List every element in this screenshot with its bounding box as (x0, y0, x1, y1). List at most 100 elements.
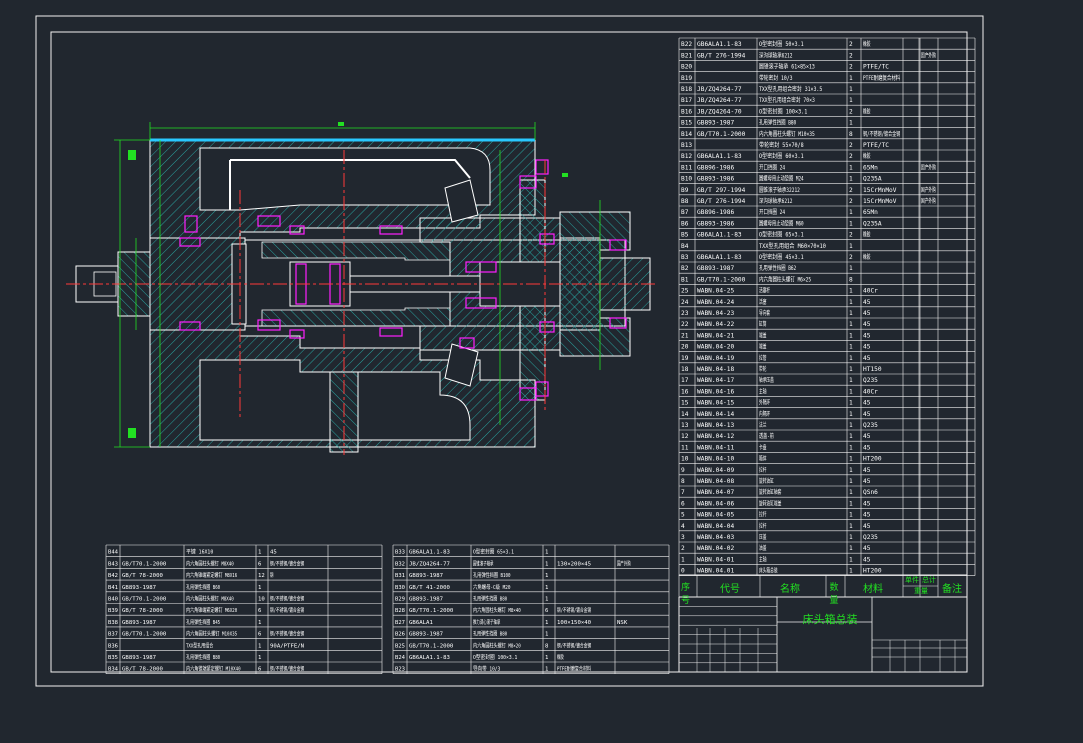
table-cell-qty: 1 (849, 86, 853, 93)
table-cell-name: 圆锥滚子轴承32212 (759, 186, 800, 194)
table-cell-qty: 2 (849, 52, 853, 59)
table-cell-no: B6 (681, 220, 689, 227)
table-cell-no: 1 (681, 556, 685, 563)
table-cell-no: B9 (681, 187, 689, 194)
inner-frame (50, 31, 968, 673)
table-cell-code: WABN.04-16 (697, 388, 735, 395)
table-cell-name: 床头箱总装 (759, 567, 778, 575)
table-cell-qty: 8 (545, 643, 548, 649)
header-total-weight: 总计 (922, 576, 936, 584)
table-cell-mat: Q235A (863, 176, 882, 183)
table-cell-name: 深沟球轴承6212 (759, 51, 793, 59)
taper-bearing-lower (444, 343, 479, 387)
table-cell-name: 内六角圆柱头螺钉 M8×40 (473, 606, 521, 614)
table-cell-code: GB/T 297-1994 (697, 187, 746, 194)
table-cell-no: B36 (108, 643, 118, 649)
table-cell-code: GB6ALA1 (409, 620, 433, 626)
table-cell-name: 圆螺母用止动垫圈 M60 (759, 219, 804, 227)
table-cell-mat: PTFE/TC (863, 64, 889, 71)
table-cell-qty: 1 (849, 176, 853, 183)
table-cell-qty: 1 (545, 561, 548, 567)
table-cell-rem: 国产外购 (921, 51, 936, 59)
table-cell-mat: 橡胶 (863, 40, 870, 48)
table-cell-no: B11 (681, 164, 693, 171)
table-cell-mat: 45 (863, 467, 871, 474)
table-cell-qty: 2 (849, 232, 853, 239)
table-cell-qty: 8 (849, 131, 853, 138)
table-cell-name: O型密封圈 65×3.1 (759, 231, 804, 239)
tables-grid (105, 37, 976, 675)
table-cell-code: GB893-1987 (122, 655, 156, 661)
table-cell-no: B32 (395, 561, 405, 567)
table-cell-no: 14 (681, 411, 689, 418)
table-cell-qty: 1 (849, 164, 853, 171)
table-cell-qty: 2 (849, 254, 853, 261)
table-cell-qty: 2 (849, 41, 853, 48)
table-cell-name: 孔用弹性挡圈 B80 (759, 119, 796, 127)
table-cell-mat: Q235 (863, 422, 878, 429)
table-cell-qty: 1 (849, 366, 853, 373)
table-cell-no: 15 (681, 400, 689, 407)
table-cell-qty: 1 (849, 310, 853, 317)
table-cell-qty: 2 (849, 142, 853, 149)
table-cell-name: 内六角圆柱头螺钉 M8X40 (186, 595, 234, 603)
table-cell-mat: 45 (863, 355, 871, 362)
table-cell-code: GB6ALA1.1-83 (409, 655, 450, 661)
table-cell-no: B38 (108, 620, 118, 626)
table-cell-qty: 8 (849, 276, 853, 283)
table-cell-code: WABN.04-01 (697, 556, 735, 563)
table-cell-no: B23 (395, 667, 405, 673)
table-cell-mat: 橡胶 (863, 253, 870, 261)
oil-passage (229, 159, 471, 210)
table-cell-mat: HT200 (863, 568, 882, 575)
table-cell-name: O型密封圈 60×3.1 (759, 152, 804, 160)
table-cell-no: B17 (681, 97, 693, 104)
table-cell-mat: 45 (863, 512, 871, 519)
table-cell-qty: 1 (849, 220, 853, 227)
table-cell-qty: 1 (849, 534, 853, 541)
table-cell-name: 端盖 (759, 331, 766, 339)
table-cell-code: GB896-1986 (697, 164, 735, 171)
table-cell-qty: 1 (849, 265, 853, 272)
table-cell-mat: 橡胶 (863, 231, 870, 239)
table-cell-no: B35 (108, 655, 118, 661)
table-cell-code: WABN.04-24 (697, 299, 735, 306)
table-cell-mat: 45 (863, 299, 871, 306)
table-cell-qty: 1 (849, 209, 853, 216)
table-cell-code: GB/T 78-2000 (122, 667, 163, 673)
table-cell-no: B25 (395, 643, 405, 649)
table-cell-code: WABN.04-07 (697, 489, 735, 496)
table-cell-no: B14 (681, 131, 693, 138)
table-cell-qty: 2 (849, 187, 853, 194)
table-cell-no: B40 (108, 597, 118, 603)
table-cell-code: WABN.04-18 (697, 366, 735, 373)
table-cell-name: 内六角圆柱头螺钉 M8X40 (186, 559, 234, 567)
table-cell-name: O型密封圈 65×3.1 (473, 548, 514, 556)
table-cell-rem: 国产外购 (921, 186, 936, 194)
table-cell-mat: Q235A (863, 220, 882, 227)
table-cell-name: 圆锥滚子轴承 61×85×13 (759, 63, 815, 71)
table-cell-mat: 钢/不锈钢/镀合金钢 (270, 630, 304, 638)
table-cell-code: GB893-1987 (697, 120, 735, 127)
table-cell-mat: 钢/不锈钢/镀合金钢 (557, 641, 591, 649)
table-cell-no: 22 (681, 321, 689, 328)
table-cell-no: B26 (395, 632, 405, 638)
table-cell-qty: 1 (849, 489, 853, 496)
table-cell-name: 卡盘 (759, 443, 766, 451)
table-cell-no: B15 (681, 120, 693, 127)
table-cell-name: 端盖 (759, 343, 766, 351)
table-cell-name: 开口挡圈 24 (759, 163, 785, 171)
table-cell-code: GB/T 78-2000 (122, 608, 163, 614)
table-cell-mat: 钢/不锈钢/镀合金钢 (863, 130, 900, 138)
taper-bearing-upper (444, 179, 479, 223)
section-view (66, 122, 655, 455)
header-name: 名称 (780, 584, 800, 595)
table-cell-name: 孔用弹性挡圈 B80 (473, 630, 507, 638)
table-cell-no: B42 (108, 573, 118, 579)
table-cell-rem: 国产外购 (921, 163, 936, 171)
table-cell-qty: 1 (849, 400, 853, 407)
table-cell-name: O型密封圈 100×3.1 (473, 653, 517, 661)
table-cell-qty: 1 (258, 655, 261, 661)
